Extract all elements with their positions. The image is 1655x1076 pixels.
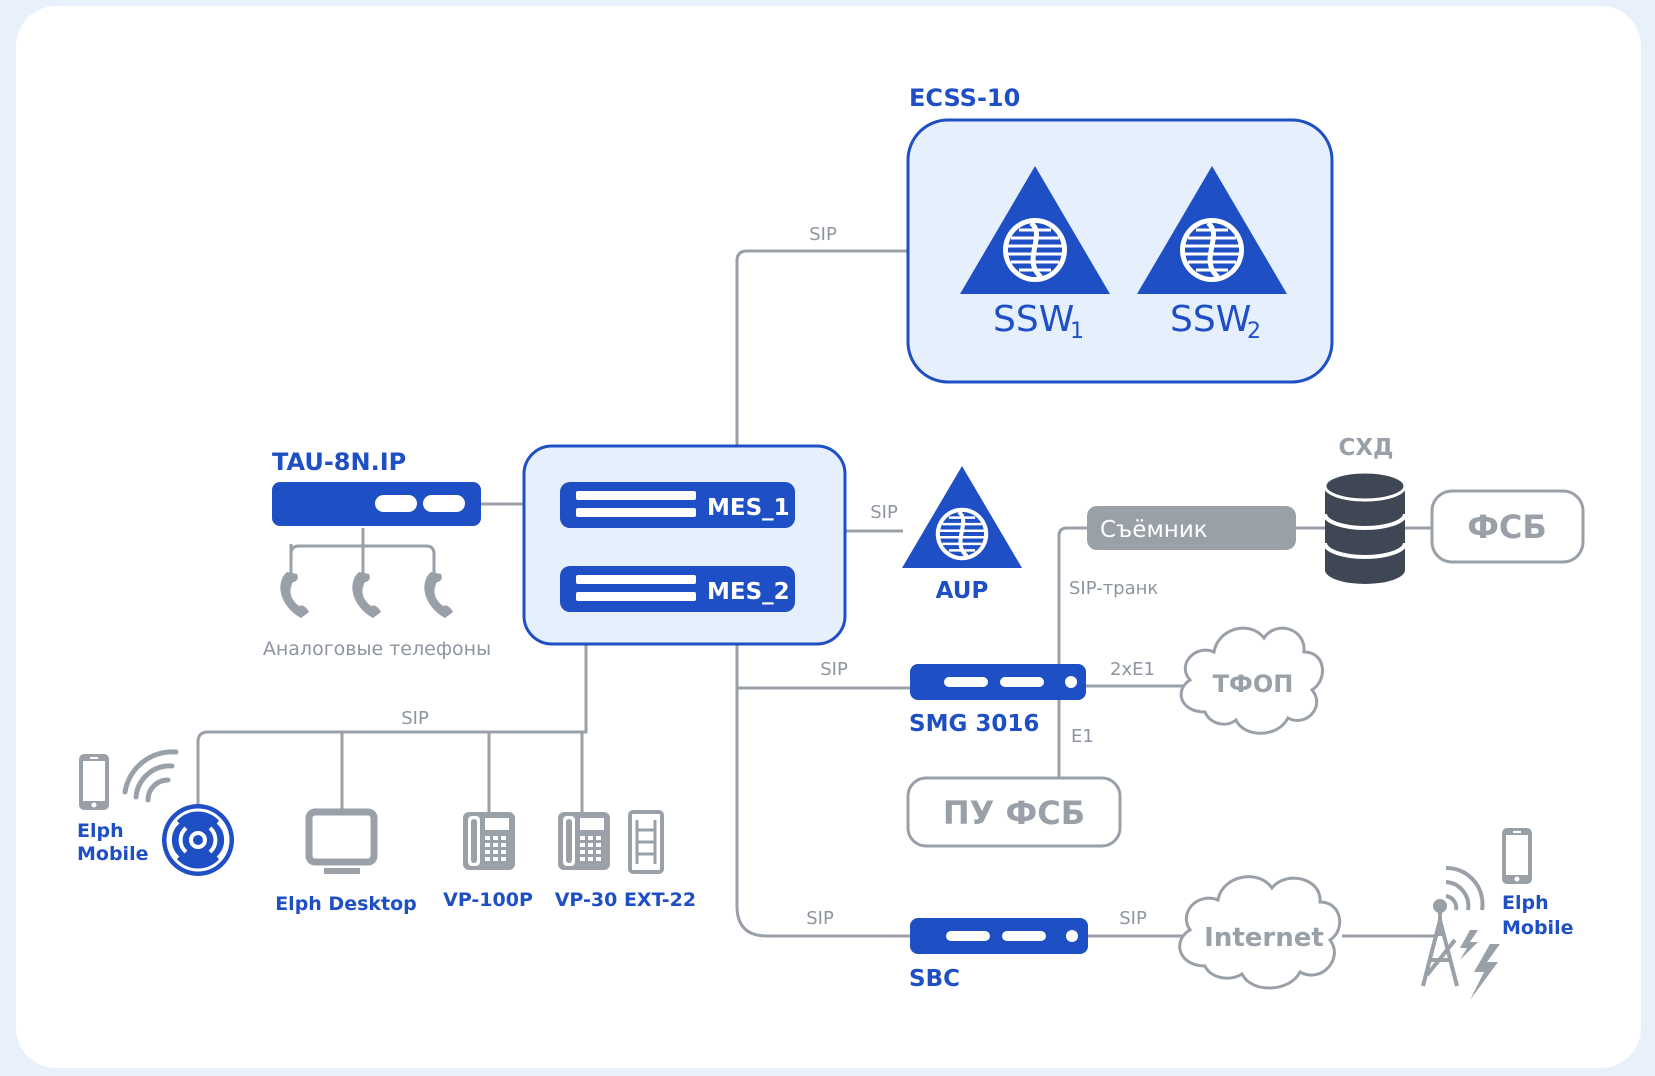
elph-mobile-left-line1: Elph xyxy=(77,820,124,842)
cell-tower-icon xyxy=(1421,865,1485,987)
elph-mobile-right-line2: Mobile xyxy=(1502,917,1573,939)
mobile-phone-icon xyxy=(79,754,109,810)
access-point-icon xyxy=(162,804,234,876)
ssw1-globe-icon xyxy=(1003,218,1067,282)
ssw2-label: SSW xyxy=(1170,299,1251,340)
analog-phones-label: Аналоговые телефоны xyxy=(263,638,491,660)
remover-box xyxy=(1087,506,1296,550)
mes2-label: MES_2 xyxy=(707,579,790,605)
wifi-icon xyxy=(122,749,179,803)
analog-phone-icon xyxy=(424,572,453,618)
tau-port-icon xyxy=(375,495,417,512)
tau-port-icon xyxy=(423,495,465,512)
link-label-sip-ecss: SIP xyxy=(809,224,837,245)
ssw2-globe-icon xyxy=(1180,218,1244,282)
sbc-label: SBC xyxy=(909,966,960,992)
vp100p-label: VP-100P xyxy=(443,889,533,911)
analog-phone-icon xyxy=(280,572,309,618)
link-mes-endpoints xyxy=(196,644,588,805)
ssw1-label: SSW xyxy=(993,299,1074,340)
internet-cloud-icon xyxy=(1178,875,1342,990)
link-smg-remover xyxy=(1057,526,1087,664)
pstn-label: ТФОП xyxy=(1213,670,1294,698)
link-mes-sbc xyxy=(735,644,910,938)
link-label-sip-aup: SIP xyxy=(870,502,898,523)
ext22-label: EXT-22 xyxy=(624,889,696,911)
link-mes-ecss xyxy=(735,249,907,446)
link-label-sip-endpoints: SIP xyxy=(401,708,429,729)
mes-group-box xyxy=(522,444,847,646)
links xyxy=(196,249,1438,938)
elph-mobile-right-line1: Elph xyxy=(1502,892,1549,914)
ecss-cluster-box xyxy=(906,118,1334,384)
elph-desktop-label: Elph Desktop xyxy=(275,893,417,915)
ssw2-subscript: 2 xyxy=(1247,319,1261,344)
lightning-icon xyxy=(1460,930,1500,1000)
ssw1-node: SSW 1 xyxy=(960,166,1110,344)
ssw2-node: SSW 2 xyxy=(1137,166,1287,344)
analog-phone-icon xyxy=(352,572,381,618)
elph-mobile-left-line2: Mobile xyxy=(77,843,148,865)
vp30-label: VP-30 xyxy=(555,889,618,911)
desktop-monitor-icon xyxy=(305,808,378,874)
pstn-cloud-icon xyxy=(1179,626,1324,735)
smg-label: SMG 3016 xyxy=(909,711,1039,737)
link-endpoint-drops xyxy=(340,732,584,812)
aup-globe-icon xyxy=(936,508,988,560)
desk-phone-icon xyxy=(463,812,515,870)
tau-title: TAU-8N.IP xyxy=(272,448,406,476)
link-label-sip-sbc-right: SIP xyxy=(1119,908,1147,929)
remover-label: Съёмник xyxy=(1100,517,1208,543)
mes2-switch: MES_2 xyxy=(560,566,795,612)
extension-panel-icon xyxy=(628,810,664,874)
smg-device xyxy=(910,664,1086,700)
pu-fsb-box xyxy=(906,776,1122,848)
ecss-title: ECSS-10 xyxy=(909,84,1020,112)
mes1-switch: MES_1 xyxy=(560,482,795,528)
mes1-label: MES_1 xyxy=(707,495,790,521)
fsb-label: ФСБ xyxy=(1467,508,1547,546)
aup-label: AUP xyxy=(936,578,989,604)
internet-label: Internet xyxy=(1204,923,1324,953)
link-label-sip-trunk: SIP-транк xyxy=(1069,578,1158,599)
ssw1-subscript: 1 xyxy=(1070,319,1084,344)
link-label-2xe1: 2xE1 xyxy=(1110,659,1155,680)
desk-phone-icon xyxy=(558,812,610,870)
link-label-sip-sbc-left: SIP xyxy=(806,908,834,929)
storage-database-icon xyxy=(1323,470,1407,584)
link-label-e1: E1 xyxy=(1071,726,1094,747)
fsb-box xyxy=(1430,489,1585,564)
pu-fsb-label: ПУ ФСБ xyxy=(943,794,1085,832)
mobile-phone-icon xyxy=(1502,828,1532,884)
sbc-device xyxy=(910,918,1088,954)
link-label-sip-smg: SIP xyxy=(820,659,848,680)
storage-title: СХД xyxy=(1338,435,1393,461)
